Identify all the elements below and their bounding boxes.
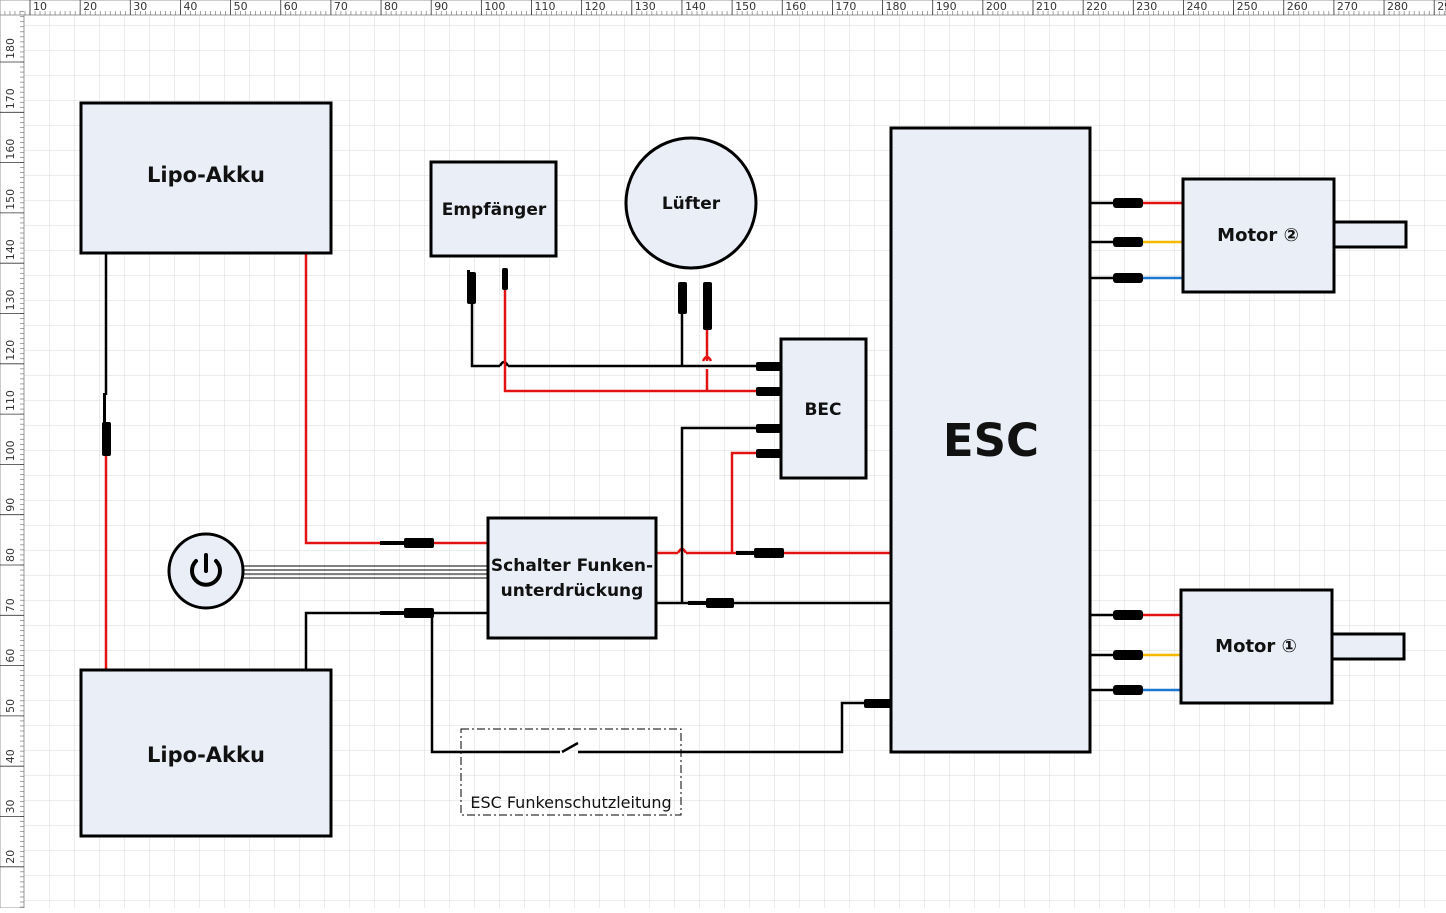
- safety-wire-left: [430, 613, 560, 754]
- hruler-tick-label: 10: [33, 0, 47, 13]
- hruler-tick-label: 270: [1337, 0, 1358, 13]
- hruler-tick-label: 240: [1186, 0, 1207, 13]
- esc-safety-line-group[interactable]: ESC Funkenschutzleitung: [460, 728, 682, 816]
- hruler-tick-label: 140: [685, 0, 706, 13]
- motor1-label: Motor ①: [1215, 636, 1297, 657]
- vruler-tick-label: 130: [4, 290, 17, 311]
- bec-negative-in-wire: [680, 426, 758, 603]
- connectors: [102, 198, 1143, 708]
- hruler-tick-label: 29: [1437, 0, 1446, 13]
- battery-top-label: Lipo-Akku: [147, 163, 265, 187]
- battery-bottom[interactable]: Lipo-Akku: [79, 668, 333, 838]
- horizontal-ruler[interactable]: 10 20 30 40 50 60 70 80 90 100 110 120 130 140 150 160 1…: [0, 0, 1446, 16]
- vruler-tick-label: 160: [4, 139, 17, 160]
- esc[interactable]: ESC: [889, 126, 1092, 754]
- hruler-tick-label: 80: [384, 0, 398, 13]
- motor-1[interactable]: Motor ①: [1179, 588, 1406, 705]
- battery-top[interactable]: Lipo-Akku: [79, 101, 333, 255]
- hruler-tick-label: 30: [133, 0, 147, 13]
- esc-safety-line-label: ESC Funkenschutzleitung: [470, 793, 671, 812]
- switch-label-line2: unterdrückung: [501, 581, 644, 601]
- receiver-negative-wire: [470, 303, 500, 368]
- hruler-tick-label: 110: [535, 0, 556, 13]
- vruler-tick-label: 50: [4, 699, 17, 713]
- vruler-tick-label: 70: [4, 598, 17, 612]
- hruler-tick-label: 40: [183, 0, 197, 13]
- hruler-tick-label: 130: [635, 0, 656, 13]
- receiver-positive-wire: [503, 288, 758, 393]
- hruler-tick-label: 210: [1036, 0, 1057, 13]
- switch-label-line1: Schalter Funken-: [491, 556, 653, 576]
- vruler-tick-label: 140: [4, 239, 17, 260]
- hruler-tick-label: 90: [434, 0, 448, 13]
- vruler-tick-label: 20: [4, 850, 17, 864]
- vruler-tick-label: 180: [4, 38, 17, 59]
- motor2-label: Motor ②: [1217, 225, 1299, 246]
- power-icon[interactable]: [167, 532, 245, 610]
- hruler-tick-label: 190: [936, 0, 957, 13]
- hruler-tick-label: 170: [835, 0, 856, 13]
- receiver[interactable]: Empfänger: [429, 160, 558, 258]
- power-switch-cable: [244, 565, 488, 579]
- vruler-tick-label: 120: [4, 340, 17, 361]
- hruler-tick-label: 220: [1086, 0, 1107, 13]
- hruler-tick-label: 70: [334, 0, 348, 13]
- bec[interactable]: BEC: [779, 337, 868, 480]
- hruler-tick-label: 230: [1136, 0, 1157, 13]
- hruler-tick-label: 50: [234, 0, 248, 13]
- hruler-tick-label: 260: [1287, 0, 1308, 13]
- hruler-tick-label: 150: [735, 0, 756, 13]
- esc-label: ESC: [943, 414, 1039, 467]
- hruler-tick-label: 200: [986, 0, 1007, 13]
- receiver-label: Empfänger: [442, 200, 547, 220]
- fan-label: Lüfter: [662, 194, 721, 214]
- hruler-tick-label: 100: [484, 0, 505, 13]
- bec-label: BEC: [804, 400, 841, 420]
- hruler-tick-label: 180: [886, 0, 907, 13]
- vruler-tick-label: 150: [4, 189, 17, 210]
- vruler-tick-label: 40: [4, 749, 17, 763]
- vruler-tick-label: 170: [4, 88, 17, 109]
- hruler-tick-label: 280: [1387, 0, 1408, 13]
- fan[interactable]: Lüfter: [624, 136, 758, 270]
- safety-switch-contact: [561, 741, 579, 754]
- motor-2[interactable]: Motor ②: [1181, 177, 1408, 294]
- hruler-tick-label: 250: [1237, 0, 1258, 13]
- hruler-tick-label: 20: [83, 0, 97, 13]
- bec-positive-in-wire: [730, 451, 758, 553]
- vertical-ruler[interactable]: 180 170 160 150 140 130 120 110 100 90 80 70 60 50 40 3…: [0, 11, 25, 909]
- vruler-tick-label: 30: [4, 800, 17, 814]
- vruler-tick-label: 60: [4, 649, 17, 663]
- vruler-tick-label: 80: [4, 548, 17, 562]
- vruler-tick-label: 100: [4, 440, 17, 461]
- vruler-tick-label: 110: [4, 390, 17, 411]
- hruler-tick-label: 60: [284, 0, 298, 13]
- hruler-tick-label: 120: [585, 0, 606, 13]
- battery-bottom-label: Lipo-Akku: [147, 743, 265, 767]
- hruler-tick-label: 160: [785, 0, 806, 13]
- spark-suppression-switch[interactable]: Schalter Funken- unterdrückung: [486, 516, 658, 640]
- vruler-tick-label: 90: [4, 498, 17, 512]
